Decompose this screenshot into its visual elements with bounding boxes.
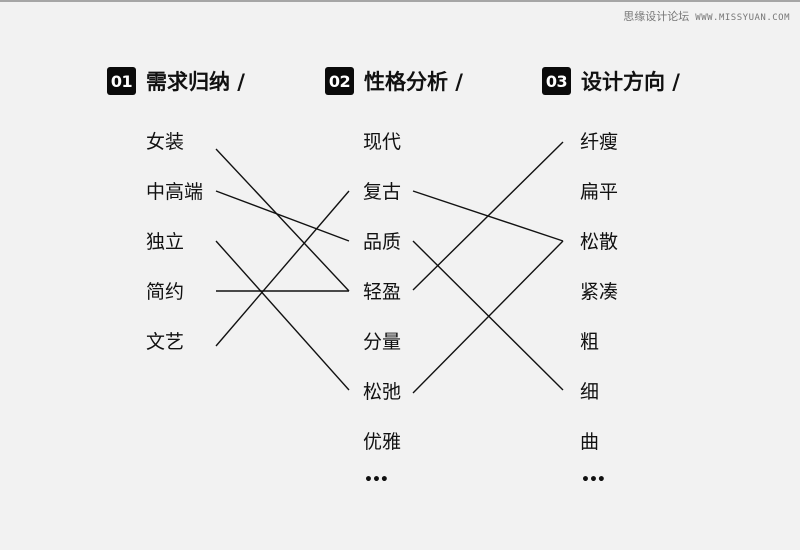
- header-title: 性格分析 /: [364, 70, 463, 94]
- design-item: 松散: [580, 231, 619, 253]
- design-item: 曲: [580, 431, 600, 453]
- header-title: 需求归纳 /: [146, 70, 245, 94]
- traits-item: 优雅: [363, 431, 402, 453]
- connector-line: [215, 190, 350, 242]
- design-item: 紧凑: [580, 281, 619, 303]
- traits-more-ellipsis: •••: [364, 472, 389, 488]
- watermark-site: WWW.MISSYUAN.COM: [695, 13, 790, 23]
- header-needs: 01 需求归纳 /: [107, 67, 245, 95]
- header-title: 设计方向 /: [581, 70, 680, 94]
- design-item: 纤瘦: [580, 131, 619, 153]
- design-more-ellipsis: •••: [581, 472, 606, 488]
- connector-line: [215, 190, 350, 347]
- header-number-badge: 01: [107, 67, 136, 95]
- connector-line: [412, 240, 564, 394]
- design-item: 粗: [580, 331, 600, 353]
- needs-item: 中高端: [146, 181, 204, 203]
- connector-line: [215, 148, 350, 292]
- traits-item: 复古: [363, 181, 402, 203]
- needs-item: 文艺: [146, 331, 185, 353]
- watermark-name: 思缘设计论坛: [623, 10, 690, 23]
- connector-line: [215, 240, 350, 391]
- traits-item: 松弛: [363, 381, 402, 403]
- needs-item: 女装: [146, 131, 185, 153]
- traits-item: 轻盈: [363, 281, 402, 303]
- needs-item: 独立: [146, 231, 185, 253]
- watermark: 思缘设计论坛 WWW.MISSYUAN.COM: [623, 8, 790, 24]
- design-item: 细: [580, 381, 600, 403]
- top-border: [0, 0, 800, 2]
- connector-line: [412, 141, 564, 291]
- traits-item: 现代: [363, 131, 402, 153]
- header-number-badge: 03: [542, 67, 571, 95]
- header-number-badge: 02: [325, 67, 354, 95]
- traits-item: 分量: [363, 331, 402, 353]
- design-item: 扁平: [580, 181, 619, 203]
- header-design: 03 设计方向 /: [542, 67, 680, 95]
- needs-item: 简约: [146, 281, 185, 303]
- traits-item: 品质: [363, 231, 402, 253]
- header-traits: 02 性格分析 /: [325, 67, 463, 95]
